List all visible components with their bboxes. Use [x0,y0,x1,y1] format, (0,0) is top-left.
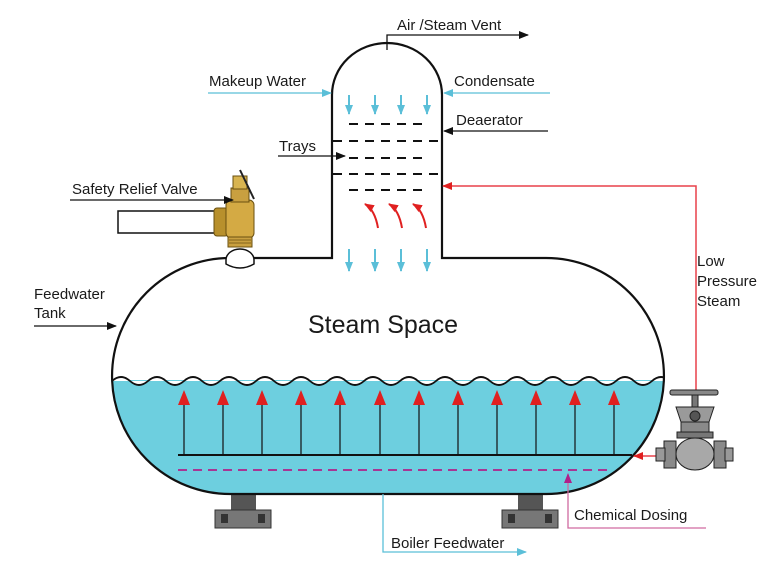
label-air-steam-vent: Air /Steam Vent [397,17,502,34]
boiler-feedwater-line [382,494,527,556]
chemical-dosing-feed [564,473,706,529]
steam-rise-arrows [364,203,427,229]
label-chemical-dosing: Chemical Dosing [574,507,687,524]
label-condensate: Condensate [454,73,535,90]
deaerator-trays [333,123,441,191]
label-safety-relief-valve: Safety Relief Valve [72,181,198,198]
tank-support-left [214,490,272,529]
label-trays: Trays [279,138,316,155]
label-low-pressure-3: Steam [697,293,740,310]
label-low-pressure-1: Low [697,253,725,270]
feedwater-body [112,376,664,494]
label-feedwater-tank-1: Feedwater [34,286,105,303]
leader-lines [34,31,548,330]
label-low-pressure-2: Pressure [697,273,757,290]
makeup-spray-arrows [345,95,431,115]
globe-valve-icon [655,389,734,471]
tank-and-deaerator-outline [110,41,666,496]
relief-valve-base [225,248,255,269]
label-feedwater-tank-2: Tank [34,305,66,322]
water-drop-arrows [345,249,431,272]
tank-support-right [501,490,559,529]
label-makeup-water: Makeup Water [209,73,306,90]
safety-relief-valve-icon [117,169,255,248]
label-deaerator: Deaerator [456,112,523,129]
steam-sparger [178,390,632,456]
label-steam-space: Steam Space [308,311,458,339]
label-boiler-feedwater: Boiler Feedwater [391,535,504,552]
